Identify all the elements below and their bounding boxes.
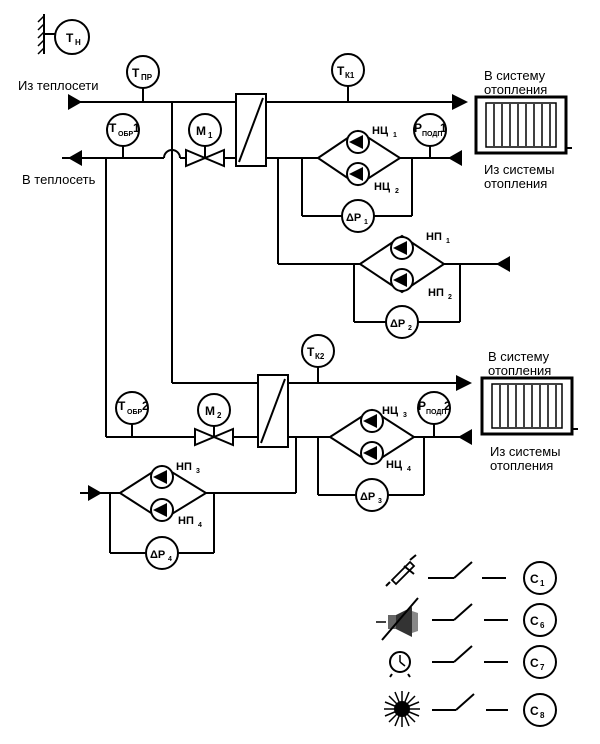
sensor-label: ΔР: [390, 318, 405, 330]
to-network-label: В теплосеть: [22, 172, 96, 187]
pump-sub: 4: [198, 522, 202, 529]
heating-circuit-1: [266, 94, 468, 265]
circuit-2-differential-pressure: ΔР 3: [355, 478, 389, 512]
sensor-label: ΔР: [150, 549, 165, 561]
light-icon: [384, 691, 420, 727]
pump-label: НП: [426, 231, 442, 243]
pump-sub: 1: [393, 132, 397, 139]
pump-label: НП: [428, 287, 444, 299]
sensor-sub: 2: [408, 325, 412, 332]
sensor-sub: К2: [315, 352, 325, 361]
signal-label: С: [530, 704, 539, 718]
makeup-pump-group-2: НП 3 НП 4 ΔР 4: [80, 461, 215, 570]
circuit-pump-group-2: НЦ 3 НЦ 4: [328, 405, 416, 473]
pump-label: НП: [178, 515, 194, 527]
sensor-label: Т: [132, 66, 140, 80]
return-temperature-sensor-2: Т ОБР 2: [115, 391, 149, 437]
sensor-sub: ОБР: [127, 409, 142, 416]
return-temperature-sensor-1: Т ОБР 1: [106, 113, 140, 158]
sensor-label: Р: [414, 121, 422, 135]
sensor-label: Т: [307, 345, 315, 359]
network-pipes: [62, 94, 258, 438]
signal-label: С: [530, 656, 539, 670]
valve-sub: 1: [208, 131, 213, 140]
pump-label: НЦ: [382, 405, 398, 417]
radiator-2: [480, 376, 578, 436]
signal-leak: С 1: [385, 554, 557, 595]
sensor-label: ΔР: [360, 491, 375, 503]
sensor-sub: ПОДП: [422, 131, 442, 138]
sensor-index: 1: [133, 121, 140, 135]
to-system-label-1b: отопления: [484, 82, 547, 97]
control-valve-1: М 1: [185, 113, 225, 168]
valve-label: М: [196, 124, 206, 138]
from-network-label: Из теплосети: [18, 78, 98, 93]
control-valve-2: М 2: [194, 393, 234, 447]
pump-sub: 2: [448, 294, 452, 301]
sensor-sub: К1: [345, 71, 355, 80]
sensor-sub: ОБР: [118, 131, 133, 138]
from-system-label-2b: отопления: [490, 458, 553, 473]
valve-label: М: [205, 404, 215, 418]
sensor-index: 1: [440, 121, 447, 135]
circuit-2-temperature-sensor: Т К2: [301, 334, 335, 383]
signal-siren: С 6: [376, 597, 557, 641]
clock-icon: [389, 651, 411, 678]
sensor-label: Т: [118, 399, 126, 413]
sensor-index: 2: [142, 399, 149, 413]
signal-light: С 8: [384, 691, 557, 727]
pump-sub: 2: [395, 188, 399, 195]
circuit-1-differential-pressure: ΔР 1: [341, 199, 375, 233]
pump-label: НЦ: [386, 459, 402, 471]
makeup-pump-group-1: НП 1 НП 2 ΔР 2: [353, 231, 510, 339]
leak-sensor-icon: [385, 554, 417, 587]
sensor-index: 2: [444, 399, 451, 413]
siren-icon: [376, 597, 419, 641]
pump-label: НЦ: [372, 125, 388, 137]
sensor-label: Т: [109, 121, 117, 135]
heat-exchanger-1: [235, 93, 267, 167]
supply-temperature-sensor: Т ПР: [126, 55, 160, 102]
heat-exchanger-2: [257, 374, 289, 448]
pump-sub: 1: [446, 238, 450, 245]
sensor-sub: 1: [364, 219, 368, 226]
sensor-label: Р: [418, 399, 426, 413]
makeup-pressure-sensor-1: Р ПОДП 1: [413, 113, 447, 158]
pump-sub: 4: [407, 466, 411, 473]
pump-sub: 3: [196, 468, 200, 475]
circuit-pump-group-1: НЦ 1 НЦ 2: [316, 125, 402, 195]
sensor-label: Т: [66, 31, 74, 45]
radiator-1: [474, 95, 572, 155]
to-system-label-1a: В систему: [484, 68, 546, 83]
sensor-sub: 3: [378, 498, 382, 505]
to-system-label-2b: отопления: [488, 363, 551, 378]
sensor-label: ΔР: [346, 212, 361, 224]
circuit-1-temperature-sensor: Т К1: [331, 53, 365, 102]
from-system-label-1a: Из системы: [484, 162, 555, 177]
sensor-sub: ПР: [141, 73, 153, 82]
sensor-sub: ПОДП: [426, 409, 446, 416]
signal-clock: С 7: [389, 645, 557, 679]
signal-sub: 7: [540, 663, 545, 672]
sensor-sub: Н: [75, 38, 81, 47]
to-system-label-2a: В систему: [488, 349, 550, 364]
from-system-label-1b: отопления: [484, 176, 547, 191]
from-system-label-2a: Из системы: [490, 444, 561, 459]
makeup-pressure-sensor-2: Р ПОДП 2: [417, 391, 451, 437]
outdoor-temperature-sensor: Т Н: [37, 14, 90, 55]
signal-label: С: [530, 614, 539, 628]
signal-sub: 6: [540, 621, 545, 630]
sensor-label: Т: [337, 64, 345, 78]
pump-sub: 3: [403, 412, 407, 419]
signal-sub: 8: [540, 711, 545, 720]
valve-sub: 2: [217, 411, 222, 420]
sensor-sub: 4: [168, 556, 172, 563]
signal-label: С: [530, 572, 539, 586]
pump-label: НЦ: [374, 181, 390, 193]
signal-sub: 1: [540, 579, 545, 588]
pump-label: НП: [176, 461, 192, 473]
